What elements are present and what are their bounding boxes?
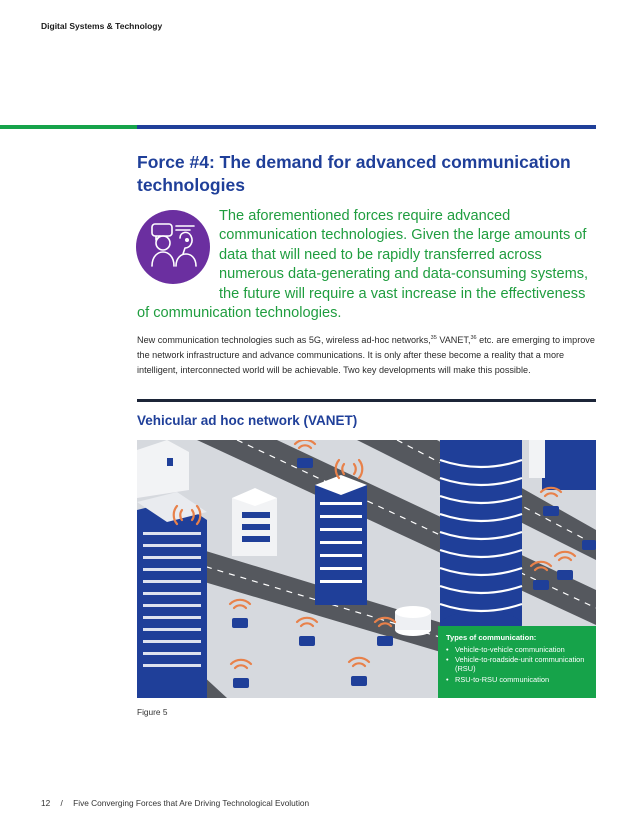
section-title: Force #4: The demand for advanced commun… bbox=[137, 152, 571, 195]
lead-paragraph: The aforementioned forces require advanc… bbox=[137, 207, 599, 323]
header-label: Digital Systems & Technology bbox=[41, 21, 163, 31]
body-text-part2: VANET, bbox=[436, 335, 471, 346]
footnote-ref-35[interactable]: 35 bbox=[430, 335, 437, 341]
lead-icon-spacer bbox=[137, 207, 219, 285]
vanet-illustration bbox=[137, 440, 596, 698]
people-communication-icon bbox=[136, 210, 210, 284]
accent-rule-blue bbox=[137, 125, 596, 129]
body-paragraph: New communication technologies such as 5… bbox=[137, 331, 599, 379]
footer-doc-title: Five Converging Forces that Are Driving … bbox=[73, 798, 310, 808]
legend-list: Vehicle-to-vehicle communication Vehicle… bbox=[446, 645, 588, 684]
page-footer: 12 / Five Converging Forces that Are Dri… bbox=[41, 798, 317, 808]
legend-item-v2v: Vehicle-to-vehicle communication bbox=[446, 645, 588, 654]
accent-rule-green bbox=[0, 125, 137, 129]
legend-title: Types of communication: bbox=[446, 633, 537, 642]
figure-title: Vehicular ad hoc network (VANET) bbox=[137, 413, 358, 428]
legend-item-rsu2rsu: RSU-to-RSU communication bbox=[446, 675, 588, 684]
figure-divider bbox=[137, 399, 596, 402]
legend-item-v2rsu: Vehicle-to-roadside-unit communication (… bbox=[446, 655, 588, 673]
footer-separator: / bbox=[60, 798, 63, 808]
body-text-part1: New communication technologies such as 5… bbox=[137, 335, 431, 346]
page-number: 12 bbox=[41, 798, 51, 808]
body-text-part3: etc. are emerging to improve the network… bbox=[137, 335, 595, 376]
lead-text: The aforementioned forces require advanc… bbox=[137, 208, 589, 322]
communication-types-legend: Types of communication: Vehicle-to-vehic… bbox=[438, 626, 596, 698]
figure-caption: Figure 5 bbox=[137, 707, 168, 717]
footnote-ref-36[interactable]: 36 bbox=[470, 335, 477, 341]
